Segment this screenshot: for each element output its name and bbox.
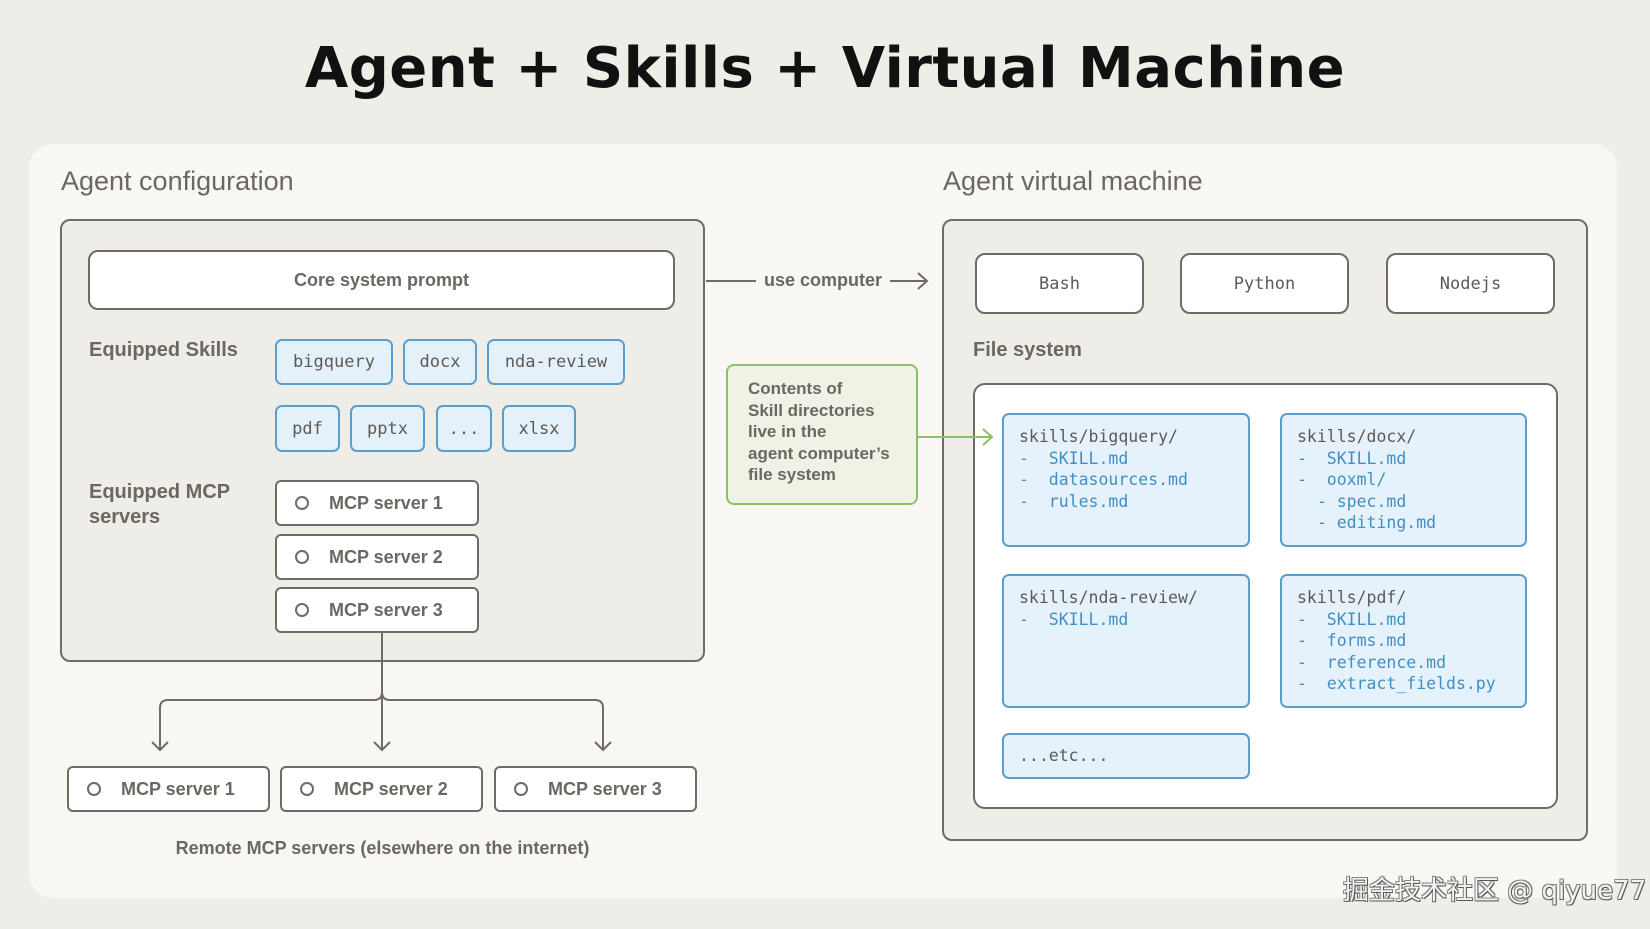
skill-chip-docx[interactable]: docx (403, 339, 477, 385)
skill-chip-pptx[interactable]: pptx (350, 405, 425, 452)
use-computer-label: use computer (764, 270, 883, 290)
equipped-mcp-label-line1: Equipped MCP (89, 481, 231, 503)
skill-chip-xlsx[interactable]: xlsx (502, 405, 576, 452)
note-line: agent computer’s (748, 443, 890, 463)
skill-file: - SKILL.md (1019, 448, 1129, 468)
skill-dir-card-nda-review[interactable]: skills/nda-review/ - SKILL.md (1002, 574, 1250, 708)
skill-chip-bigquery[interactable]: bigquery (275, 339, 393, 385)
server-status-icon (295, 550, 309, 564)
runtime-python[interactable]: Python (1180, 253, 1349, 314)
server-status-icon (295, 496, 309, 510)
equipped-mcp-label: Equipped MCP servers (89, 480, 230, 530)
agent-vm-title: Agent virtual machine (943, 166, 1203, 196)
skill-chip-more[interactable]: ... (436, 405, 492, 452)
equipped-mcp-server-1[interactable]: MCP server 1 (275, 480, 479, 526)
equipped-skills-label: Equipped Skills (89, 339, 238, 361)
server-status-icon (300, 782, 314, 796)
mcp-server-label: MCP server 3 (548, 778, 662, 799)
skill-file: - SKILL.md (1019, 609, 1129, 629)
runtime-bash[interactable]: Bash (975, 253, 1144, 314)
core-system-prompt-label: Core system prompt (293, 269, 470, 290)
skill-dir-path: skills/pdf/ (1297, 588, 1407, 607)
skill-dir-path: skills/docx/ (1297, 427, 1417, 446)
skill-file: - reference.md (1297, 652, 1447, 672)
equipped-mcp-label-line2: servers (89, 506, 161, 528)
skill-dir-path: skills/nda-review/ (1019, 588, 1198, 607)
server-status-icon (514, 782, 528, 796)
remote-mcp-caption: Remote MCP servers (elsewhere on the int… (175, 838, 590, 858)
skill-file: - spec.md (1297, 491, 1407, 511)
mcp-server-label: MCP server 1 (121, 778, 235, 799)
equipped-mcp-server-3[interactable]: MCP server 3 (275, 587, 479, 633)
note-line: Contents of (748, 379, 843, 398)
watermark: 掘金技术社区 @ qiyue77 (1343, 876, 1647, 906)
skill-file: - datasources.md (1019, 470, 1188, 489)
skill-file: - editing.md (1297, 513, 1437, 532)
skill-file: - forms.md (1297, 631, 1407, 650)
skill-dir-card-docx[interactable]: skills/docx/ - SKILL.md - ooxml/ - spec.… (1280, 413, 1527, 547)
remote-mcp-server-3[interactable]: MCP server 3 (494, 766, 697, 812)
runtime-nodejs[interactable]: Nodejs (1386, 253, 1555, 314)
skill-dir-card-pdf[interactable]: skills/pdf/ - SKILL.md - forms.md - refe… (1280, 574, 1527, 708)
skill-dir-etc-label: ...etc... (1019, 746, 1109, 765)
file-system-label: File system (973, 339, 1082, 361)
skill-file: - rules.md (1019, 491, 1129, 511)
skill-file: - SKILL.md (1297, 609, 1407, 629)
core-system-prompt-box[interactable]: Core system prompt (88, 250, 675, 310)
server-status-icon (295, 603, 309, 617)
skill-chip-pdf[interactable]: pdf (275, 405, 340, 452)
skill-dir-card-bigquery[interactable]: skills/bigquery/ - SKILL.md - datasource… (1002, 413, 1250, 547)
mcp-server-label: MCP server 1 (329, 492, 443, 513)
diagram-title: Agent + Skills + Virtual Machine (304, 36, 1346, 101)
skill-file: - extract_fields.py (1297, 674, 1496, 693)
skill-file: - ooxml/ (1297, 470, 1387, 489)
note-line: Skill directories (748, 400, 875, 420)
skill-chip-nda-review[interactable]: nda-review (487, 339, 625, 385)
skill-dir-path: skills/bigquery/ (1019, 427, 1178, 446)
skill-file: - SKILL.md (1297, 448, 1407, 468)
note-line: live in the (748, 422, 827, 441)
server-status-icon (87, 782, 101, 796)
mcp-server-label: MCP server 2 (334, 778, 448, 799)
agent-config-title: Agent configuration (61, 166, 294, 196)
remote-mcp-server-2[interactable]: MCP server 2 (280, 766, 483, 812)
mcp-server-label: MCP server 3 (329, 599, 443, 620)
skill-dir-card-etc[interactable]: ...etc... (1002, 733, 1250, 779)
remote-mcp-server-1[interactable]: MCP server 1 (67, 766, 270, 812)
mcp-server-label: MCP server 2 (329, 546, 443, 567)
note-line: file system (748, 465, 836, 484)
equipped-mcp-server-2[interactable]: MCP server 2 (275, 534, 479, 580)
skill-contents-note: Contents of Skill directories live in th… (726, 364, 918, 505)
